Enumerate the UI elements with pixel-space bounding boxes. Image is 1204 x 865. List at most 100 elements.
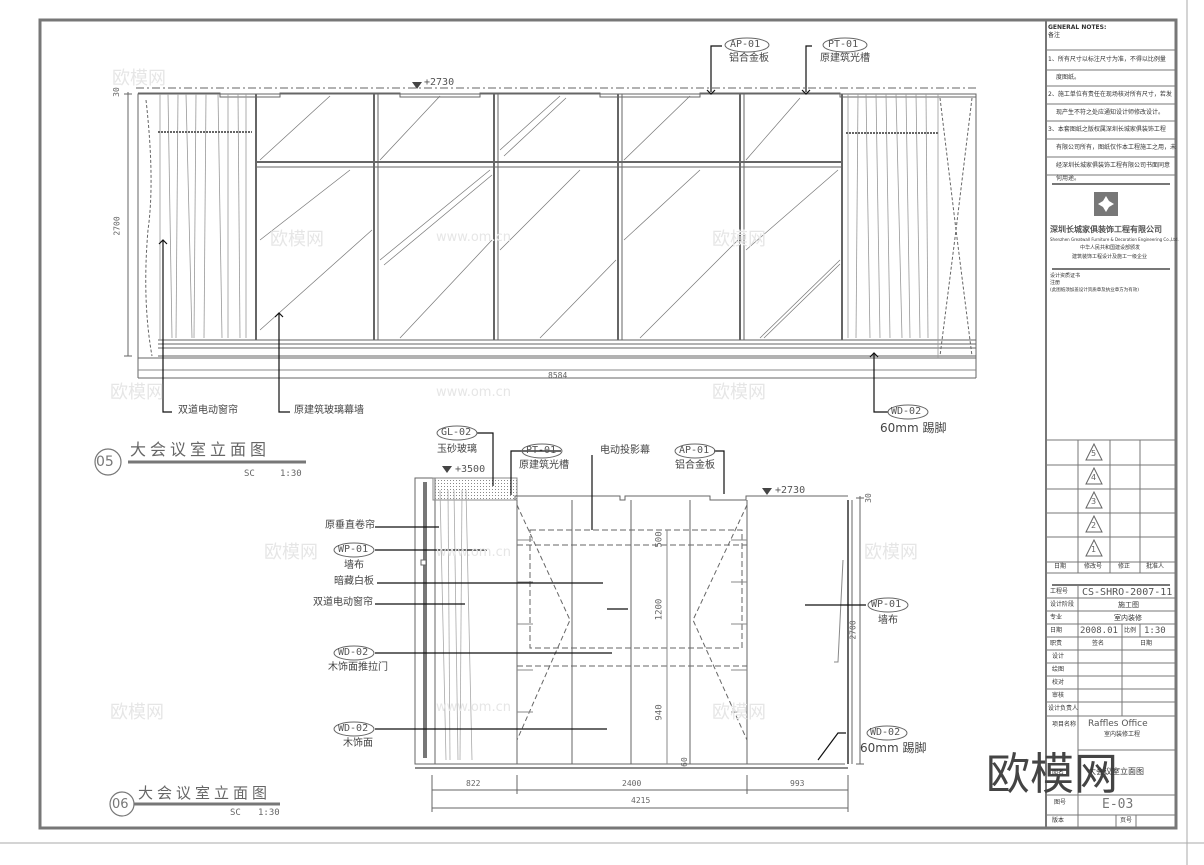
revision-number: 1 (1091, 545, 1097, 554)
version-label: 版本 (1052, 817, 1065, 824)
watermark: 欧模网 (712, 702, 766, 723)
dim-total: 4215 (631, 796, 651, 805)
role: 设计负责人 (1048, 705, 1079, 712)
note-line: 何用途。 (1056, 175, 1081, 182)
project-name: Raffles Office (1088, 719, 1148, 729)
sheet-number: E-03 (1102, 797, 1134, 812)
role-header: 职责 (1050, 640, 1063, 647)
dim-1200: 1200 (654, 598, 665, 621)
dim-height: 2700 (848, 620, 858, 640)
watermark: 欧模网 (264, 542, 318, 563)
scale-value: 1:30 (258, 808, 280, 818)
note-line: 2、施工单位有责任在现场核对所有尺寸，若发 (1048, 91, 1172, 98)
note-line: 现产生不符之处应通知设计师修改设计。 (1056, 109, 1165, 116)
project-no-label: 工程号 (1050, 588, 1069, 595)
rev-header: 批准人 (1146, 563, 1165, 570)
view-title: 大会议室立面图 (138, 784, 272, 802)
callout-text: 木饰面推拉门 (328, 662, 388, 673)
callout-text: 墙布 (878, 615, 898, 626)
label-curtain: 双道电动窗帘 (313, 597, 373, 608)
watermark: 欧模网 (110, 702, 164, 723)
view-title: 大会议室立面图 (130, 440, 271, 459)
callout-text: 铝合金板 (675, 460, 715, 471)
dim-bottom: 2400 (622, 779, 642, 788)
project-label: 项目名称 (1052, 721, 1077, 728)
page-label: 页号 (1120, 817, 1133, 824)
level-mark-high: +3500 (455, 464, 486, 475)
callout-text: 60mm 踢脚 (880, 421, 947, 435)
label-roller-blind: 原垂直卷帘 (325, 520, 375, 531)
stamp-text: (此图纸须加盖设计资质章及执业章方为有效) (1050, 288, 1140, 293)
stage-label: 设计阶段 (1050, 601, 1075, 608)
dim-bottom: 822 (466, 779, 481, 788)
title-block-grid (1046, 49, 1176, 828)
discipline: 室内装修 (1114, 614, 1142, 622)
sheet-label: 图号 (1054, 799, 1067, 806)
callout-text: 木饰面 (343, 738, 373, 749)
dim-top: 30 (863, 493, 873, 503)
elevation-05-graphic (124, 87, 978, 379)
scale-label: SC (230, 808, 241, 818)
callout-code: WD-02 (891, 406, 922, 417)
view-number: 06 (112, 797, 129, 812)
scale: 1:30 (1144, 626, 1166, 636)
watermark-url: www.om.cn (436, 700, 511, 715)
level-mark-low: +2730 (775, 485, 806, 496)
callout-text: 玉砂玻璃 (437, 444, 477, 455)
dim-top: 30 (111, 87, 121, 97)
discipline-label: 专业 (1050, 614, 1063, 621)
role: 校对 (1052, 679, 1065, 686)
note-line: 度图纸。 (1056, 74, 1081, 81)
label-curtain: 双道电动窗帘 (178, 405, 238, 416)
level-triangle-06-low (762, 488, 772, 495)
dim-height: 2700 (112, 216, 122, 236)
sheet-border (38, 18, 1178, 830)
level-mark: +2730 (424, 77, 455, 88)
label-whiteboard: 暗藏白板 (334, 576, 374, 587)
level-triangle-05 (412, 82, 422, 89)
role: 审核 (1052, 692, 1065, 699)
company-name-cn: 深圳长城家俱装饰工程有限公司 (1050, 225, 1162, 234)
callout-code: PT-01 (526, 445, 557, 456)
watermark-url: www.om.cn (436, 385, 511, 400)
dim-60: 60 (679, 757, 689, 767)
watermark-url: www.om.cn (436, 545, 511, 560)
stamp-sub: 注册 (1050, 280, 1061, 286)
callout-code: PT-01 (828, 39, 859, 50)
note-line: 1、所有尺寸以标注尺寸为准，不得以比例量 (1048, 56, 1166, 63)
watermark-large: 欧模网 (986, 749, 1118, 800)
watermark: 欧模网 (712, 382, 766, 403)
watermark: 欧模网 (110, 382, 164, 403)
callout-code: GL-02 (441, 427, 472, 438)
callout-code: WD-02 (338, 723, 369, 734)
revision-number: 5 (1091, 449, 1097, 458)
date-label: 日期 (1050, 627, 1063, 634)
rev-header: 修改号 (1084, 563, 1103, 570)
callout-code: AP-01 (730, 39, 761, 50)
role-header: 日期 (1140, 640, 1153, 647)
revision-number: 3 (1091, 497, 1097, 506)
scale-value: 1:30 (280, 469, 302, 479)
callout-text: 墙布 (344, 560, 364, 571)
drawing-label: 图名 (1052, 769, 1065, 776)
scale-label: SC (244, 469, 255, 479)
watermark: 欧模网 (712, 229, 766, 250)
project-sub: 室内装修工程 (1104, 731, 1141, 738)
level-triangle-06-high (442, 466, 452, 473)
stage: 施工图 (1118, 601, 1139, 609)
company-line-2: 建筑装饰工程设计及施工一级企业 (1072, 254, 1148, 260)
callout-text: 原建筑光槽 (519, 460, 569, 471)
role: 绘图 (1052, 666, 1065, 673)
callout-text: 60mm 踢脚 (860, 741, 927, 755)
watermark: 欧模网 (112, 68, 166, 89)
callout-code: WP-01 (338, 544, 369, 555)
elevation-06-graphic (414, 477, 864, 812)
company-line-1: 中华人民共和国建设部颁发 (1080, 245, 1141, 251)
revision-number: 2 (1091, 521, 1097, 530)
note-line: 3、本套图纸之版权属深圳长城家俱装饰工程 (1048, 126, 1166, 133)
rev-header: 日期 (1054, 563, 1067, 570)
watermark: 欧模网 (864, 542, 918, 563)
role-header: 签名 (1092, 640, 1105, 647)
note-line: 有限公司所有，图纸仅作本工程施工之用，未 (1056, 144, 1177, 151)
